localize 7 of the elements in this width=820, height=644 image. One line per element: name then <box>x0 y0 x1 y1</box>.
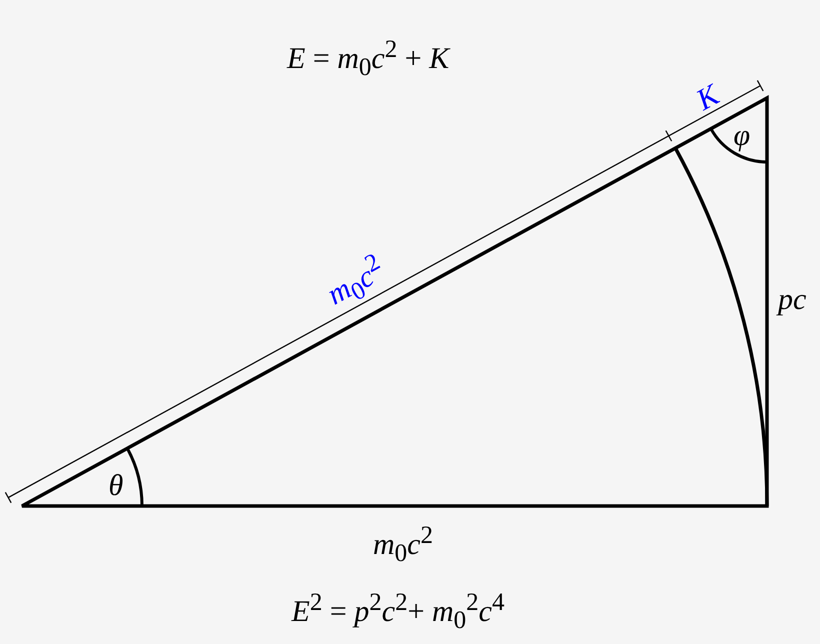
equation-label: E = m$_{0}$c$^{2}$ + K <box>287 36 450 80</box>
angle-label: θ <box>108 471 124 501</box>
angle-label: φ <box>734 121 750 151</box>
side-label: K <box>692 80 724 116</box>
side-label: pc <box>778 285 806 315</box>
side-label: m$_{0}$c$^{2}$ <box>373 522 433 566</box>
equation-label: E$^{2}$ = p$^{2}$c$^{2}$+ m$_{0}$$^{2}$c$^{4}$ <box>292 590 504 632</box>
